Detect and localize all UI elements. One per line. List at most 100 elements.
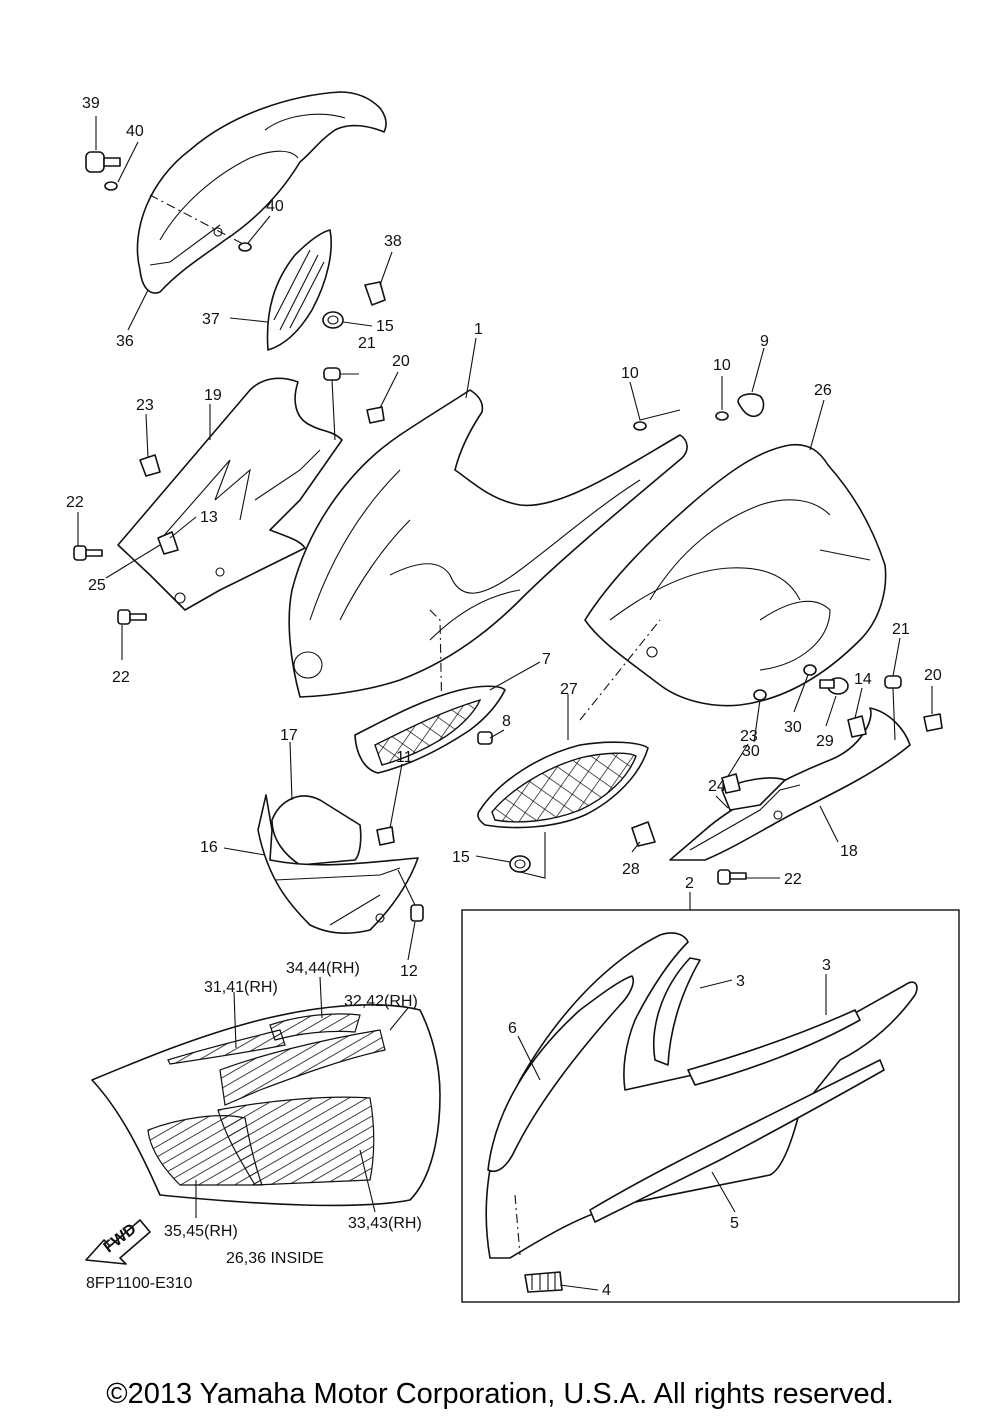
callout-19: 19 xyxy=(204,387,222,404)
callout-16: 16 xyxy=(200,839,218,856)
decal-31-41 xyxy=(167,1029,286,1065)
decal-label-31-41: 31,41(RH) xyxy=(204,979,278,996)
part-2-inset-box xyxy=(461,909,960,1303)
decal-34-44 xyxy=(269,1013,361,1041)
inside-note: 26,36 INSIDE xyxy=(226,1250,324,1267)
callout-4: 4 xyxy=(602,1282,611,1299)
callout-22: 22 xyxy=(112,669,130,686)
callout-36: 36 xyxy=(116,333,134,350)
part-23-clip-b xyxy=(721,773,741,794)
part-1-front-cowl xyxy=(288,389,688,721)
part-38-clip xyxy=(364,281,386,306)
part-10-washer-b xyxy=(715,411,729,421)
callout-3: 3 xyxy=(822,957,831,974)
callout-15: 15 xyxy=(376,318,394,335)
callout-28: 28 xyxy=(622,861,640,878)
callout-1: 1 xyxy=(474,321,483,338)
callout-7: 7 xyxy=(542,651,551,668)
part-15-grommet-b xyxy=(509,855,531,873)
part-22-screw-c xyxy=(717,869,747,885)
part-27-grille xyxy=(477,741,649,829)
fwd-arrow-icon: FWD xyxy=(85,1219,151,1265)
part-30-washer-b xyxy=(803,664,817,676)
callout-14: 14 xyxy=(854,671,872,688)
part-39-bolt xyxy=(85,151,121,173)
callout-12: 12 xyxy=(400,963,418,980)
part-16-panel xyxy=(257,794,419,935)
callout-5: 5 xyxy=(730,1215,739,1232)
callout-2: 2 xyxy=(685,875,694,892)
part-12-screw xyxy=(397,869,424,922)
callout-21: 21 xyxy=(358,335,376,352)
callout-3: 3 xyxy=(736,973,745,990)
decal-32-42 xyxy=(219,1029,386,1106)
part-11-clip xyxy=(376,826,395,846)
diagram-code: 8FP1100-E310 xyxy=(86,1275,193,1292)
part-22-screw-b xyxy=(117,609,147,625)
callout-9: 9 xyxy=(760,333,769,350)
callout-29: 29 xyxy=(816,733,834,750)
part-13-clip xyxy=(157,531,179,555)
callout-23: 23 xyxy=(136,397,154,414)
callout-30: 30 xyxy=(784,719,802,736)
part-10-washer-a xyxy=(633,421,647,431)
copyright-footer: ©2013 Yamaha Motor Corporation, U.S.A. A… xyxy=(106,1378,894,1410)
decal-35-45 xyxy=(147,1115,263,1186)
decal-label-34-44: 34,44(RH) xyxy=(286,960,360,977)
part-22-screw-a xyxy=(73,545,103,561)
part-40-washer-a xyxy=(104,181,118,191)
callout-24: 24 xyxy=(708,778,726,795)
part-37-duct xyxy=(266,229,332,351)
part-20-nut-b xyxy=(923,713,943,732)
part-19-inner-panel xyxy=(117,377,343,611)
part-6-seal xyxy=(487,975,635,1172)
callout-13: 13 xyxy=(200,509,218,526)
callout-20: 20 xyxy=(924,667,942,684)
decal-label-35-45: 35,45(RH) xyxy=(164,1223,238,1240)
part-3-seal-a xyxy=(652,957,701,1066)
part-23-clip-a xyxy=(139,454,161,477)
leader-lines xyxy=(77,116,933,1291)
callout-38: 38 xyxy=(384,233,402,250)
callout-labels: 39 40 40 38 37 15 36 21 20 23 19 1 10 10… xyxy=(66,95,942,1299)
decal-label-33-43: 33,43(RH) xyxy=(348,1215,422,1232)
callout-27: 27 xyxy=(560,681,578,698)
callout-18: 18 xyxy=(840,843,858,860)
part-40-washer-b xyxy=(238,242,252,252)
callout-30: 30 xyxy=(742,743,760,760)
callout-40: 40 xyxy=(266,198,284,215)
part-20-nut-a xyxy=(366,406,385,424)
callout-20: 20 xyxy=(392,353,410,370)
callout-10: 10 xyxy=(713,357,731,374)
part-30-washer-a xyxy=(753,689,767,701)
callout-11: 11 xyxy=(396,749,413,766)
part-3-seal-b xyxy=(687,1009,861,1086)
part-28-clip xyxy=(631,821,656,847)
callout-17: 17 xyxy=(280,727,298,744)
callout-23: 23 xyxy=(740,728,758,745)
callout-6: 6 xyxy=(508,1020,517,1037)
callout-10: 10 xyxy=(621,365,639,382)
part-7-grille xyxy=(354,685,506,774)
callout-21: 21 xyxy=(892,621,910,638)
part-36-upper-cover xyxy=(136,91,387,294)
decal-label-32-42: 32,42(RH) xyxy=(344,993,418,1010)
callout-26: 26 xyxy=(814,382,832,399)
callout-15: 15 xyxy=(452,849,470,866)
part-14-clip xyxy=(847,715,867,738)
part-17-panel xyxy=(271,795,362,866)
part-2-decal-sheet xyxy=(485,932,918,1259)
part-15-grommet-a xyxy=(322,311,344,329)
part-5-seal xyxy=(589,1059,885,1223)
callout-22: 22 xyxy=(66,494,84,511)
part-9-grommet xyxy=(737,393,765,418)
part-21-screw-a xyxy=(323,367,341,441)
part-4-clip-strip xyxy=(524,1271,563,1293)
part-8-screw xyxy=(477,731,493,745)
callout-39: 39 xyxy=(82,95,100,112)
callout-37: 37 xyxy=(202,311,220,328)
callout-25: 25 xyxy=(88,577,106,594)
part-26-side-cowl xyxy=(579,443,887,721)
callout-22: 22 xyxy=(784,871,802,888)
